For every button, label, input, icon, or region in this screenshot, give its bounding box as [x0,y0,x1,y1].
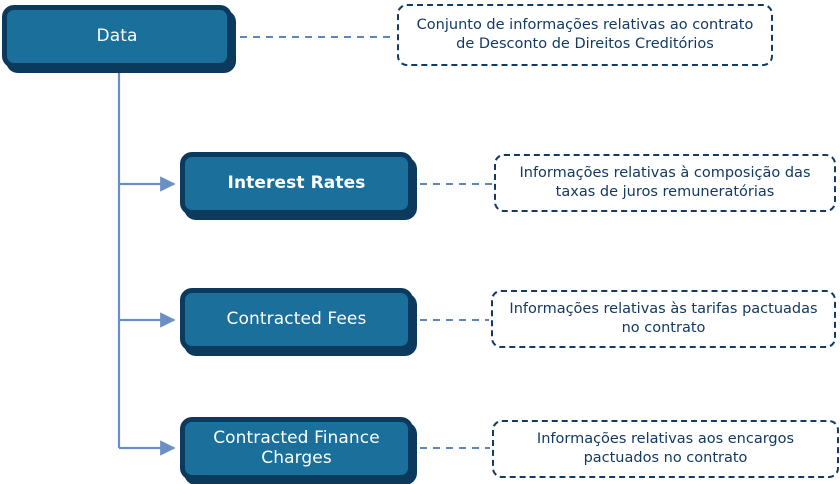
node-contracted-fees-label: Contracted Fees [226,308,367,329]
note-contracted-finance-charges: Informações relativas aos encargos pactu… [492,420,839,478]
note-contracted-finance-charges-text: Informações relativas aos encargos pactu… [536,431,795,466]
note-data-text: Conjunto de informações relativas ao con… [416,17,754,52]
note-interest-rates: Informações relativas à composição das t… [494,154,836,212]
note-contracted-fees: Informações relativas às tarifas pactuad… [491,290,836,348]
node-data-label: Data [96,25,138,46]
note-data: Conjunto de informações relativas ao con… [397,4,773,66]
node-contracted-finance-charges[interactable]: Contracted Finance Charges [180,417,413,480]
node-contracted-fees[interactable]: Contracted Fees [180,288,413,351]
node-interest-rates[interactable]: Interest Rates [180,152,413,215]
note-contracted-fees-text: Informações relativas às tarifas pactuad… [509,301,818,336]
node-contracted-finance-charges-label: Contracted Finance Charges [213,427,380,468]
note-interest-rates-text: Informações relativas à composição das t… [519,165,811,200]
node-interest-rates-label: Interest Rates [227,172,366,193]
node-data[interactable]: Data [2,5,232,68]
